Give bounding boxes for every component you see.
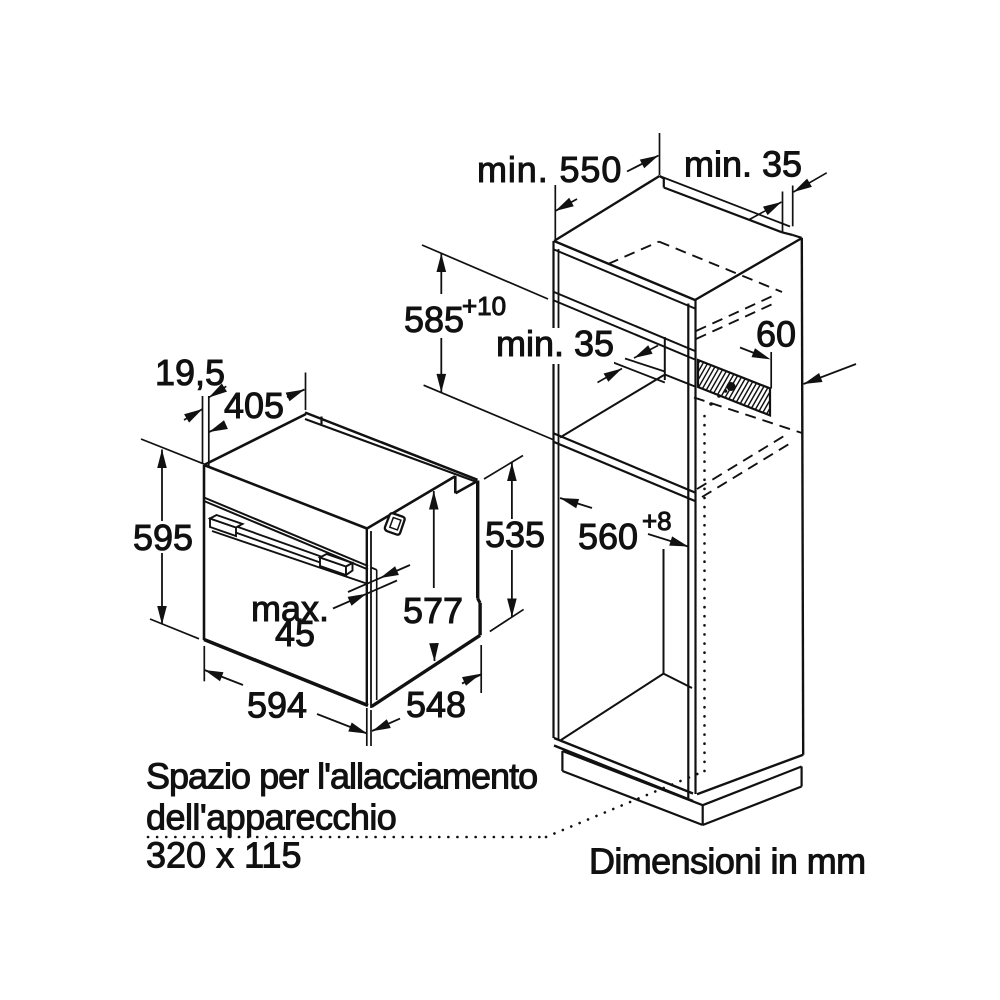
svg-text:min. 35: min. 35 [684, 144, 802, 185]
svg-text:Dimensioni in mm: Dimensioni in mm [589, 841, 865, 882]
svg-text:560: 560 [578, 516, 638, 557]
svg-text:+10: +10 [462, 291, 506, 321]
svg-text:Spazio per l'allacciamento: Spazio per l'allacciamento [146, 756, 537, 797]
svg-text:320 x 115: 320 x 115 [146, 835, 301, 876]
svg-text:+8: +8 [642, 506, 672, 536]
svg-text:max.: max. [251, 588, 329, 629]
svg-text:577: 577 [403, 590, 463, 631]
svg-text:535: 535 [485, 514, 545, 555]
svg-text:dell'apparecchio: dell'apparecchio [146, 797, 396, 838]
svg-text:585: 585 [404, 299, 464, 340]
svg-text:min. 550: min. 550 [477, 149, 622, 190]
svg-text:45: 45 [275, 613, 315, 654]
svg-text:594: 594 [247, 685, 307, 726]
svg-text:19,5: 19,5 [155, 352, 225, 393]
svg-text:405: 405 [224, 385, 284, 426]
svg-text:595: 595 [133, 517, 193, 558]
svg-text:60: 60 [756, 314, 796, 355]
svg-text:548: 548 [406, 684, 466, 725]
svg-text:min. 35: min. 35 [496, 323, 614, 364]
